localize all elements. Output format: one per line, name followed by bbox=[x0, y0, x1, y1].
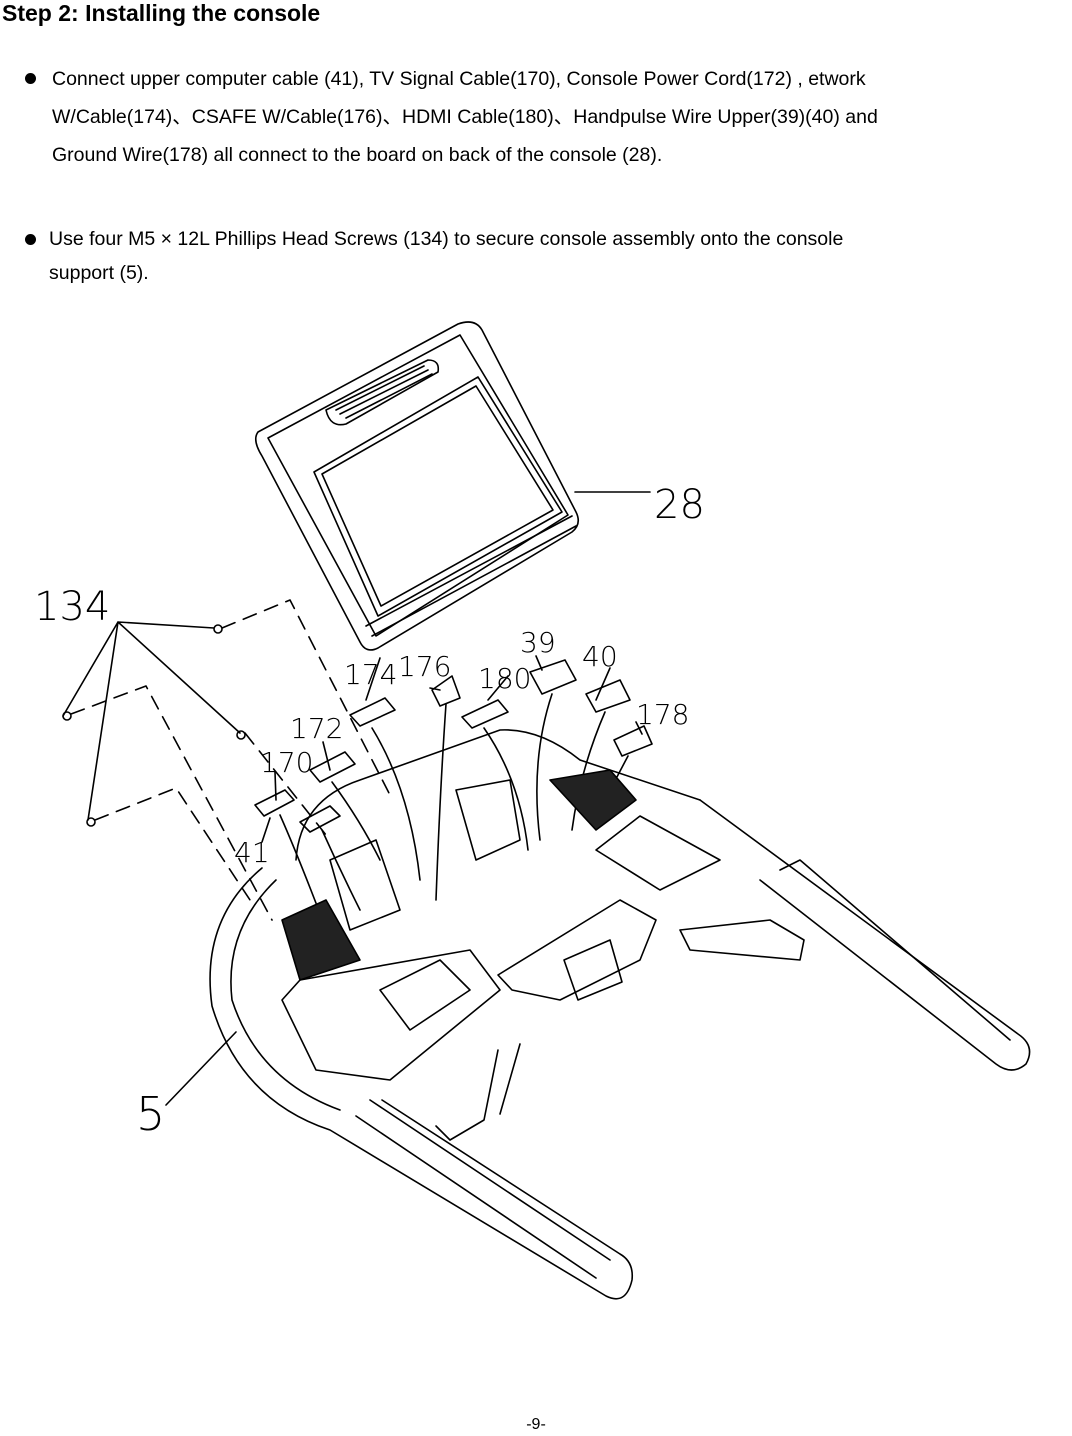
instruction-line: Ground Wire(178) all connect to the boar… bbox=[52, 144, 663, 166]
bullet-dot-1 bbox=[25, 73, 36, 84]
console-assembly-diagram: 28 134 5 174 176 180 39 40 178 172 170 4… bbox=[34, 321, 1031, 1300]
instruction-bullet-1: Connect upper computer cable (41), TV Si… bbox=[52, 60, 1072, 174]
callout-176: 176 bbox=[398, 650, 451, 683]
callout-5: 5 bbox=[136, 1087, 165, 1141]
callout-172: 172 bbox=[290, 712, 343, 745]
instruction-line: Use four M5 × 12L Phillips Head Screws (… bbox=[49, 228, 844, 250]
bullet-dot-2 bbox=[25, 234, 36, 245]
console-drawing bbox=[254, 321, 580, 651]
screws-drawing bbox=[62, 624, 246, 827]
callout-39: 39 bbox=[520, 626, 556, 659]
instruction-line: W/Cable(174)、CSAFE W/Cable(176)、HDMI Cab… bbox=[52, 106, 878, 128]
screw-dashed-paths bbox=[70, 599, 391, 921]
callout-40: 40 bbox=[582, 640, 618, 673]
instruction-line: Connect upper computer cable (41), TV Si… bbox=[52, 68, 866, 90]
callout-178: 178 bbox=[636, 698, 689, 731]
page-title: Step 2: Installing the console bbox=[2, 0, 321, 26]
page-number: -9- bbox=[526, 1416, 546, 1433]
console-support-drawing bbox=[209, 729, 1031, 1300]
instruction-bullet-2: Use four M5 × 12L Phillips Head Screws (… bbox=[49, 222, 1069, 290]
callout-134: 134 bbox=[34, 584, 110, 630]
callout-41: 41 bbox=[234, 836, 270, 869]
callout-174: 174 bbox=[344, 658, 397, 691]
callout-180: 180 bbox=[478, 662, 531, 695]
instruction-line: support (5). bbox=[49, 262, 149, 284]
callout-28: 28 bbox=[654, 482, 705, 528]
callout-170: 170 bbox=[260, 746, 313, 779]
